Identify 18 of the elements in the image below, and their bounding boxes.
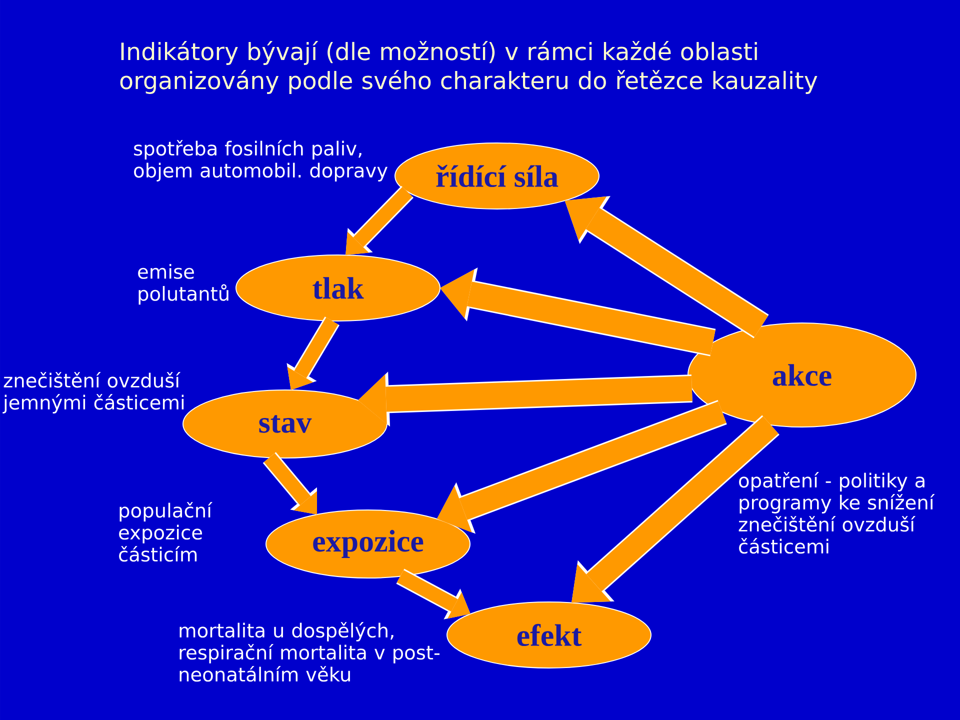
block-arrow xyxy=(564,196,769,338)
title: Indikátory bývají (dle možností) v rámci každé oblasti organizovány podle svého charakteru do řetězce kauzality xyxy=(120,41,818,94)
annotation-text: populační expozice částicím xyxy=(119,502,212,562)
block-arrow xyxy=(346,186,414,256)
block-arrow xyxy=(572,415,780,603)
annotation-text: mortalita u dospělých, respirační mortalita v post- neonatálním věku xyxy=(180,622,440,682)
annotation-text: spotřeba fosilních paliv, objem automobil. dopravy xyxy=(134,140,388,182)
block-arrow xyxy=(358,372,692,427)
ellipse-node: akce xyxy=(688,322,916,428)
block-arrow xyxy=(440,268,716,356)
block-arrow xyxy=(286,316,340,390)
block-arrow xyxy=(436,400,727,534)
block-arrow xyxy=(396,568,470,620)
block-arrow xyxy=(262,452,317,515)
annotation-text: opatření - politiky a programy ke snížení znečištění ovzduší částicemi xyxy=(738,472,935,554)
ellipse-node: expozice xyxy=(266,509,470,578)
annotation-text: emise polutantů xyxy=(138,264,228,305)
annotation-text: znečištění ovzduší jemnými částicemi xyxy=(2,372,184,414)
